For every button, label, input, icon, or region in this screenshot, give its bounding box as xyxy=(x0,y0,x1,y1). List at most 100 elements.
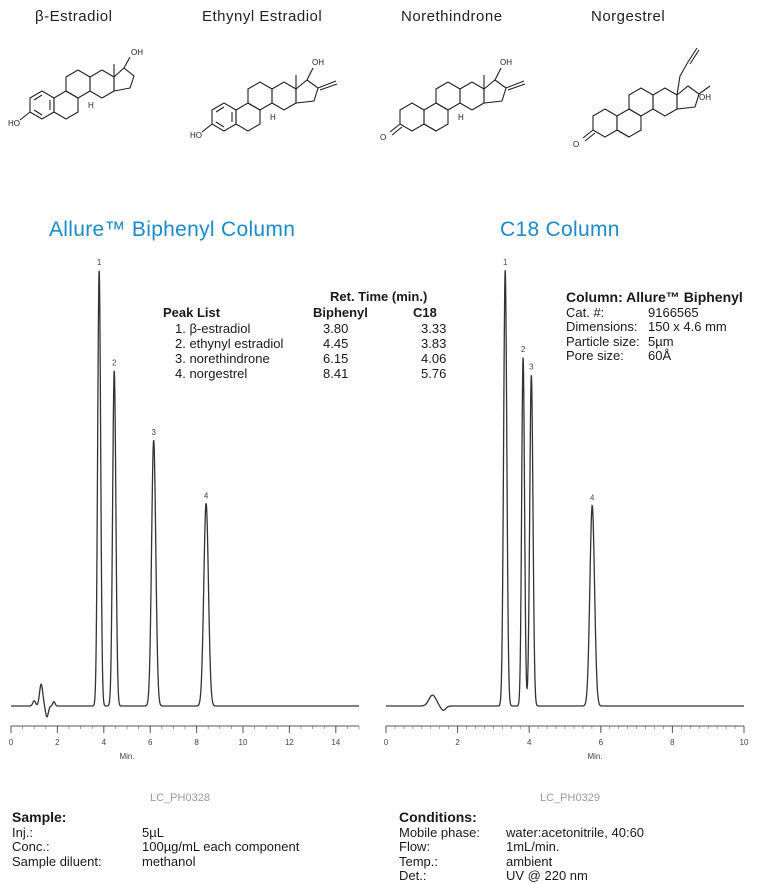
atom-label-ho: HO xyxy=(190,131,202,140)
column-info-label: Dimensions: xyxy=(566,319,638,334)
x-axis-tick-label: 2 xyxy=(455,738,460,747)
peak-label: 1 xyxy=(503,258,508,267)
peak-table-ret-time-header: Ret. Time (min.) xyxy=(330,289,428,304)
conditions-row: Temp.: ambient xyxy=(399,853,644,870)
chart-code-c18: LC_PH0329 xyxy=(540,792,600,804)
x-axis-tick-label: 6 xyxy=(148,738,153,747)
atom-label-o: O xyxy=(380,133,386,142)
peak-label: 2 xyxy=(112,358,117,367)
compound-name-norgestrel: Norgestrel xyxy=(591,8,666,25)
chromatogram-trace xyxy=(11,270,359,718)
column-info-row: Dimensions:150 x 4.6 mm xyxy=(566,319,743,335)
sample-row: Conc.: 100µg/mL each component xyxy=(12,839,300,855)
x-axis-tick-label: 10 xyxy=(239,738,248,747)
atom-label-oh: OH xyxy=(699,93,711,102)
x-axis-tick-label: 0 xyxy=(9,738,14,747)
sample-label: Conc.: xyxy=(12,839,50,854)
chromatogram-trace xyxy=(386,270,744,711)
x-axis-tick-label: 0 xyxy=(384,738,389,747)
atom-label-oh: OH xyxy=(312,58,324,67)
peak-table-list-header: Peak List xyxy=(163,305,221,320)
peak-rt-c18: 5.76 xyxy=(421,366,447,381)
structure-ethynyl-estradiol xyxy=(201,67,338,133)
x-axis-tick-label: 2 xyxy=(55,738,60,747)
column-info: Column: Allure™ Biphenyl Cat. #:9166565 … xyxy=(566,290,743,364)
peak-rt-biphenyl: 6.15 xyxy=(323,351,349,366)
peak-rt-biphenyl: 4.45 xyxy=(323,336,349,351)
peak-label: 3 xyxy=(529,363,534,372)
structure-estradiol xyxy=(19,56,135,121)
x-axis-tick-label: 6 xyxy=(599,738,604,747)
structure-atom-labels: OH HO OH HO OH O OH O H H H xyxy=(8,48,711,149)
column-info-row: Pore size: 60Å xyxy=(566,348,743,364)
conditions-value: ambient xyxy=(506,853,553,869)
peak-rt-c18: 4.06 xyxy=(421,351,447,366)
peak-table-row: 4. norgestrel 8.41 5.76 xyxy=(175,366,446,381)
peak-table-col-c18: C18 xyxy=(413,305,437,320)
conditions-value: 1mL/min. xyxy=(506,839,560,854)
column-info-label: Pore size: xyxy=(566,348,624,363)
conditions-label: Mobile phase: xyxy=(399,824,480,840)
peak-rt-c18: 3.33 xyxy=(421,321,447,336)
sample-label: Inj.: xyxy=(12,824,33,840)
conditions-title: Conditions: xyxy=(399,809,477,825)
x-axis-label: Min. xyxy=(587,752,602,761)
column-info-label: Cat. #: xyxy=(566,304,605,320)
chart-code-biphenyl: LC_PH0328 xyxy=(150,792,210,804)
column-info-label: Particle size: xyxy=(566,333,640,349)
conditions-row: Flow: 1mL/min. xyxy=(399,839,644,855)
sample-value: 5µL xyxy=(142,824,164,840)
peak-rt-c18: 3.83 xyxy=(421,336,447,351)
x-axis-label: Min. xyxy=(119,752,134,761)
chemical-structures: OH HO OH HO OH O OH O H H H xyxy=(8,47,711,149)
column-info-value: 9166565 xyxy=(648,304,699,320)
x-axis-tick-label: 8 xyxy=(194,738,199,747)
sample-row: Inj.: 5µL xyxy=(12,824,299,841)
peak-rt-biphenyl: 3.80 xyxy=(323,321,349,336)
sample-value: methanol xyxy=(142,853,196,869)
conditions-row: Mobile phase: water:acetonitrile, 40:60 xyxy=(399,824,645,841)
chart-title-biphenyl: Allure™ Biphenyl Column xyxy=(49,218,296,241)
conditions-info: Conditions: Mobile phase: water:acetonitr… xyxy=(399,810,644,884)
peak-label: 1 xyxy=(97,258,102,267)
conditions-value: UV @ 220 nm xyxy=(506,868,588,883)
structure-norethindrone xyxy=(389,67,526,136)
sample-row: Sample diluent: methanol xyxy=(12,853,299,870)
atom-label-h: H xyxy=(458,113,464,122)
atom-label-oh: OH xyxy=(131,48,143,57)
column-info-row: Cat. #: 9166565 xyxy=(566,304,743,321)
x-axis-tick-label: 4 xyxy=(102,738,107,747)
compound-name-norethindrone: Norethindrone xyxy=(401,8,503,25)
conditions-label: Temp.: xyxy=(399,853,439,869)
sample-title: Sample: xyxy=(12,809,67,825)
peak-label: 4. norgestrel xyxy=(175,366,248,381)
peak-label: 1. β-estradiol xyxy=(175,321,251,336)
conditions-value: water:acetonitrile, 40:60 xyxy=(506,824,645,840)
structure-norgestrel xyxy=(582,47,711,142)
column-info-value: 60Å xyxy=(648,348,672,363)
atom-label-ho: HO xyxy=(8,119,20,128)
atom-label-oh: OH xyxy=(500,58,512,67)
conditions-label: Flow: xyxy=(399,839,431,854)
atom-label-h: H xyxy=(88,101,94,110)
x-axis-tick-label: 10 xyxy=(740,738,749,747)
conditions-label: Det.: xyxy=(399,868,427,883)
sample-info: Sample: Inj.: 5µL Conc.: 100µg/mL each com… xyxy=(12,810,299,869)
x-axis-tick-label: 14 xyxy=(331,738,340,747)
peak-table-col-biphenyl: Biphenyl xyxy=(313,305,368,320)
sample-label: Sample diluent: xyxy=(12,853,102,869)
column-info-value: 5µm xyxy=(648,333,674,349)
sample-value: 100µg/mL each component xyxy=(142,839,300,854)
atom-label-h: H xyxy=(270,113,276,122)
x-axis-tick-label: 4 xyxy=(527,738,532,747)
column-info-row: Particle size: 5µm xyxy=(566,333,743,350)
peak-label: 3. norethindrone xyxy=(175,351,270,366)
conditions-row: Det.: UV @ 220 nm xyxy=(399,868,644,884)
peak-rt-biphenyl: 8.41 xyxy=(323,366,349,381)
atom-label-o: O xyxy=(573,140,579,149)
